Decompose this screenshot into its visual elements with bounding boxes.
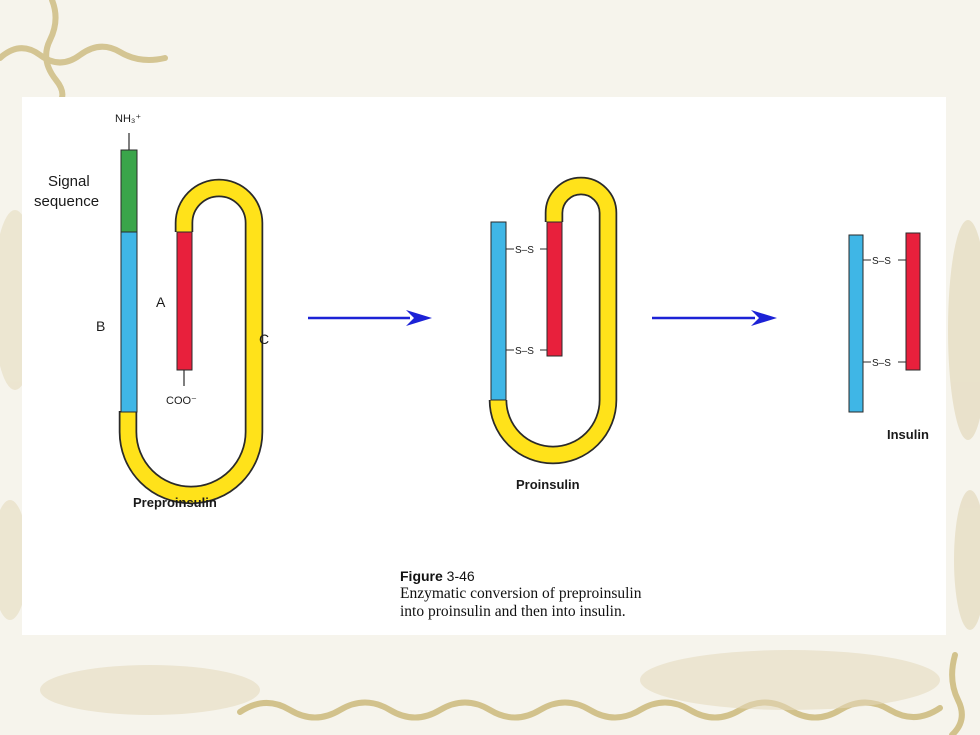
insulin-a-chain: [905, 232, 921, 371]
proinsulin-a-chain: [546, 221, 563, 357]
figure-number: 3-46: [446, 568, 475, 584]
preproinsulin-a-chain: [176, 231, 193, 371]
coo-label: COO⁻: [166, 395, 197, 407]
figure-label: Figure: [400, 568, 443, 584]
nh3-label: NH₃⁺: [115, 113, 141, 125]
caption-line-2: into proinsulin and then into insulin.: [400, 603, 626, 620]
insulin-ss-label-2: S–S: [872, 358, 891, 369]
ornament-vine-bottom: [237, 652, 965, 735]
preproinsulin-b-chain: [120, 231, 138, 413]
insulin-structure: [848, 232, 921, 413]
ornament-blotch-bottom: [40, 650, 940, 715]
conversion-arrow-2: [652, 310, 777, 326]
ornament-blotch-right: [948, 220, 980, 630]
conversion-arrow-1: [308, 310, 432, 326]
insulin-label: Insulin: [887, 427, 929, 442]
signal-sequence-label-2: sequence: [34, 193, 99, 210]
signal-sequence-label: Signal: [48, 173, 90, 190]
caption-line-1: Enzymatic conversion of preproinsulin: [400, 585, 642, 602]
insulin-b-chain: [848, 234, 864, 413]
preproinsulin-structure: [118, 133, 264, 505]
preproinsulin-label: Preproinsulin: [133, 495, 217, 510]
figure-caption: Figure 3-46 Enzymatic conversion of prep…: [400, 568, 820, 621]
proinsulin-structure: [488, 176, 618, 465]
figure-title: Figure 3-46: [400, 568, 820, 585]
a-chain-label: A: [156, 294, 166, 310]
b-chain-label: B: [96, 318, 105, 334]
c-peptide-label: C: [259, 331, 269, 347]
preproinsulin-signal-sequence: [120, 149, 138, 233]
proinsulin-ss-label-2: S–S: [515, 346, 534, 357]
proinsulin-b-chain: [490, 221, 507, 401]
proinsulin-label: Proinsulin: [516, 477, 580, 492]
figure-panel: [22, 97, 946, 635]
insulin-ss-label-1: S–S: [872, 256, 891, 267]
proinsulin-ss-label-1: S–S: [515, 245, 534, 256]
